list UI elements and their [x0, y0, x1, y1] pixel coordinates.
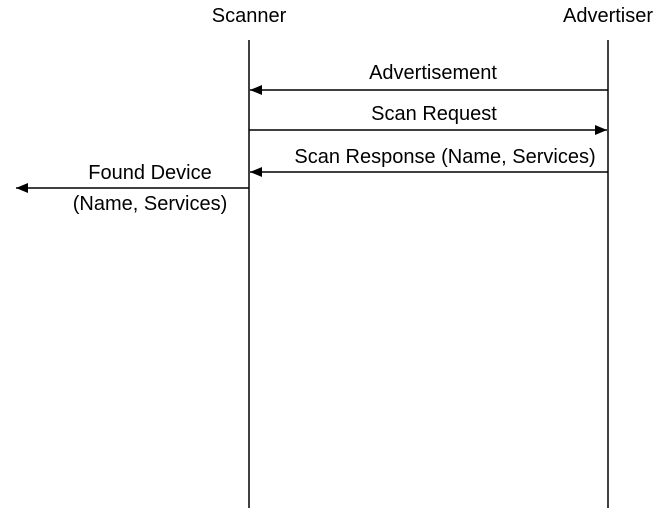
found-device-label-line1: Found Device — [88, 162, 211, 184]
scanner-participant-label: Scanner — [212, 5, 287, 27]
advertiser-participant-label: Advertiser — [563, 5, 653, 27]
found-device-label-line2: (Name, Services) — [73, 193, 227, 215]
advertisement-message-label: Advertisement — [369, 62, 497, 84]
scan-request-message-label: Scan Request — [371, 103, 497, 125]
scan-response-message-label: Scan Response (Name, Services) — [294, 146, 595, 168]
